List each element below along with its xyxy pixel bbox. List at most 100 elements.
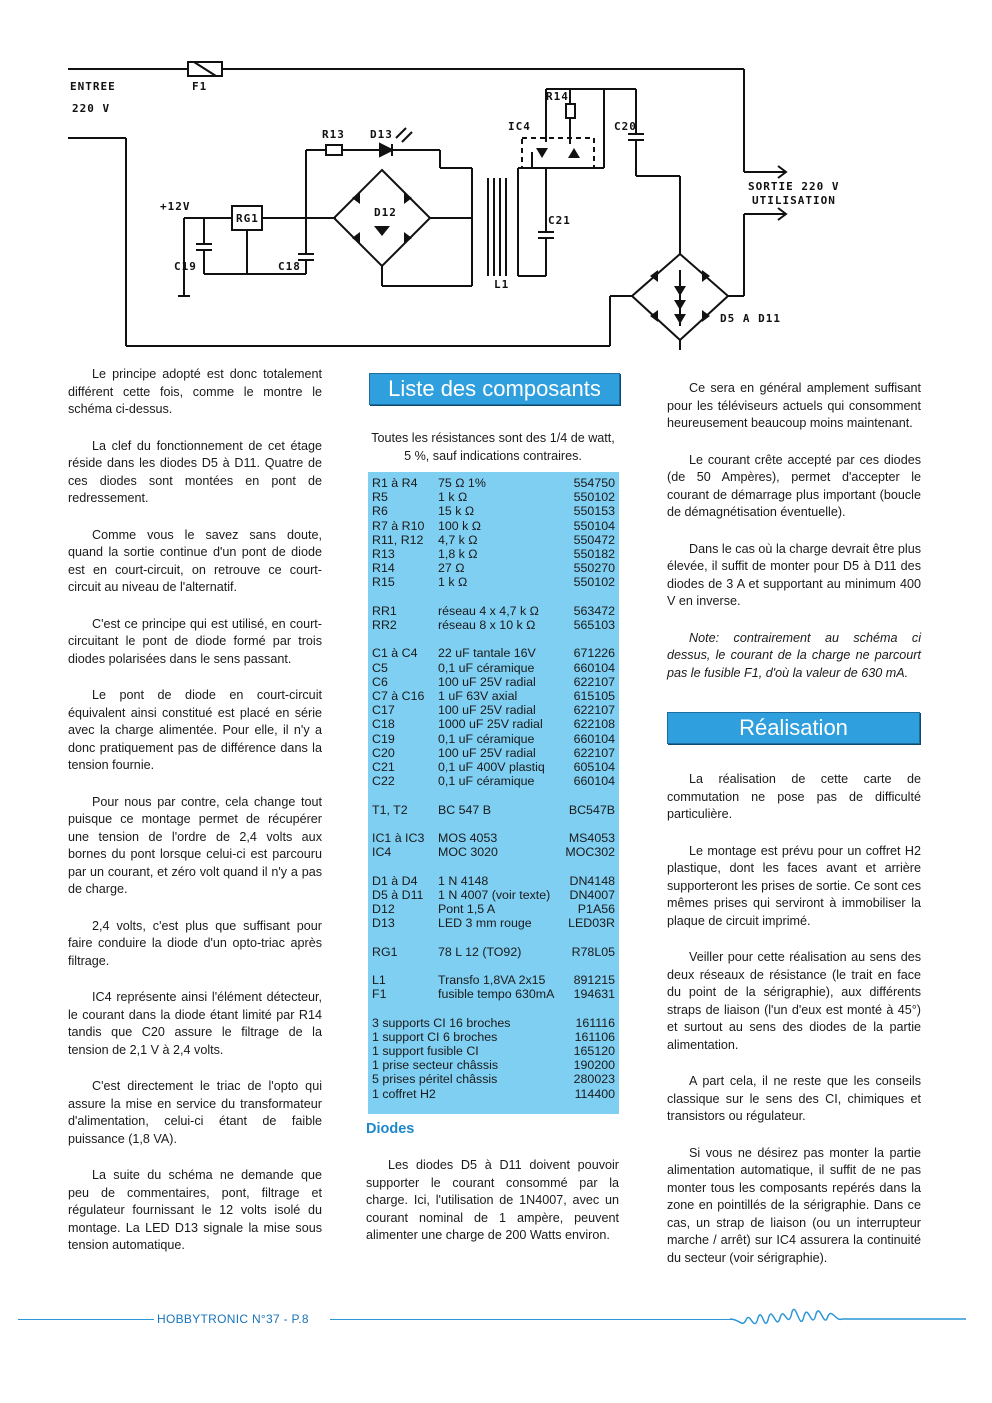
paragraph: Le courant crête accepté par ces diodes …	[667, 452, 921, 520]
label-r13: R13	[322, 128, 345, 141]
component-row: L1 Transfo 1,8VA 2x15 891215	[368, 973, 619, 987]
component-code: DN4148	[569, 873, 615, 888]
component-ref: C21	[372, 760, 395, 774]
hardware-label: 5 prises péritel châssis	[372, 1072, 498, 1087]
component-value: 1 N 4007 (voir texte)	[438, 887, 551, 902]
label-c18: C18	[278, 260, 301, 273]
component-code: 891215	[573, 973, 615, 987]
paragraph: La suite du schéma ne demande que peu de…	[68, 1168, 322, 1252]
component-ref: D1 à D4	[372, 873, 418, 888]
column-right: Ce sera en général amplement suffisant p…	[667, 380, 921, 701]
paragraph: C'est directement le triac de l'opto qui…	[68, 1079, 322, 1146]
component-value: 1 k Ω	[438, 490, 468, 505]
label-c19: C19	[174, 260, 197, 273]
component-ref: D13	[372, 916, 395, 931]
component-ref: F1	[372, 987, 387, 1002]
component-code: 550102	[573, 575, 615, 590]
component-ref: R11, R12	[372, 532, 424, 547]
component-ref: L1	[372, 973, 386, 987]
component-code: 563472	[573, 603, 615, 618]
paragraph: IC4 représente ainsi l'élément détecteur…	[68, 990, 322, 1057]
paragraph: Le pont de diode en court-circuit équiva…	[68, 688, 322, 772]
paragraph: Le principe adopté est donc totalement d…	[68, 367, 322, 416]
component-ref: C20	[372, 745, 395, 760]
component-code: 550153	[573, 504, 615, 519]
component-row: D13 LED 3 mm rouge LED03R	[368, 916, 619, 930]
component-value: 0,1 uF céramique	[438, 731, 535, 746]
label-sortie: SORTIE 220 V	[748, 180, 839, 193]
component-code: 550270	[573, 561, 615, 576]
component-ref: C18	[372, 717, 395, 732]
component-value: réseau 4 x 4,7 k Ω	[438, 603, 539, 618]
component-value: 1 uF 63V axial	[438, 689, 518, 703]
component-value: 1000 uF 25V radial	[438, 717, 543, 732]
component-code: 671226	[573, 646, 615, 661]
hardware-label: 1 support CI 6 broches	[372, 1029, 498, 1044]
component-code: 622107	[573, 745, 615, 760]
hardware-code: 114400	[574, 1086, 615, 1101]
realisation-text: La réalisation de cette carte de commuta…	[667, 771, 921, 1286]
paragraph: Si vous ne désirez pas monter la partie …	[667, 1145, 921, 1265]
component-value: 22 uF tantale 16V	[438, 646, 536, 661]
component-value: 1,8 k Ω	[438, 547, 478, 561]
paragraph: Pour nous par contre, cela change tout p…	[68, 794, 322, 897]
label-l1: L1	[494, 278, 509, 291]
component-ref: C17	[372, 703, 395, 718]
component-row: R11, R12 4,7 k Ω 550472	[368, 533, 619, 547]
label-c20: C20	[614, 120, 637, 133]
component-ref: C6	[372, 674, 388, 689]
component-value: 0,1 uF 400V plastiq	[438, 760, 545, 774]
paragraph: Ce sera en général amplement suffisant p…	[667, 381, 921, 430]
component-ref: T1, T2	[372, 802, 408, 817]
component-value: 78 L 12 (TO92)	[438, 944, 522, 959]
component-code: 622107	[573, 674, 615, 689]
component-row: R5 1 k Ω 550102	[368, 490, 619, 504]
component-value: MOS 4053	[438, 831, 498, 845]
hardware-label: 1 prise secteur châssis	[372, 1058, 499, 1073]
component-value: Transfo 1,8VA 2x15	[438, 973, 546, 987]
component-value: BC 547 B	[438, 802, 492, 817]
hardware-code: 165120	[573, 1044, 615, 1058]
label-entree: ENTREE	[70, 80, 116, 93]
component-ref: R7 à R10	[372, 518, 425, 533]
column-left: Le principe adopté est donc totalement d…	[68, 366, 322, 1274]
component-code: 550182	[573, 547, 615, 561]
component-value: 75 Ω 1%	[438, 476, 486, 490]
component-value: 100 k Ω	[438, 518, 482, 533]
component-code: LED03R	[568, 916, 615, 931]
component-value: LED 3 mm rouge	[438, 916, 532, 931]
component-code: DN4007	[569, 887, 615, 902]
hardware-code: 280023	[573, 1072, 615, 1087]
component-value: 15 k Ω	[438, 504, 475, 519]
component-code: MOC302	[565, 845, 615, 860]
component-code: 550102	[573, 490, 615, 505]
component-ref: RG1	[372, 944, 398, 959]
component-value: 0,1 uF céramique	[438, 774, 535, 789]
component-ref: R5	[372, 490, 388, 505]
component-code: 194631	[573, 987, 615, 1002]
hardware-label: 3 supports CI 16 broches	[372, 1015, 511, 1030]
component-code: 550472	[573, 532, 615, 547]
diodes-text: Les diodes D5 à D11 doivent pouvoir supp…	[366, 1158, 619, 1242]
label-d12: D12	[374, 206, 397, 219]
component-code: 622108	[573, 717, 615, 732]
component-code: 660104	[573, 774, 615, 789]
component-value: Pont 1,5 A	[438, 902, 496, 916]
label-r14: R14	[546, 90, 569, 103]
component-value: 4,7 k Ω	[438, 532, 478, 547]
label-utilisation: UTILISATION	[752, 194, 836, 207]
components-title: Liste des composants	[369, 373, 620, 405]
component-ref: C19	[372, 731, 395, 746]
hardware-code: 190200	[573, 1058, 615, 1073]
